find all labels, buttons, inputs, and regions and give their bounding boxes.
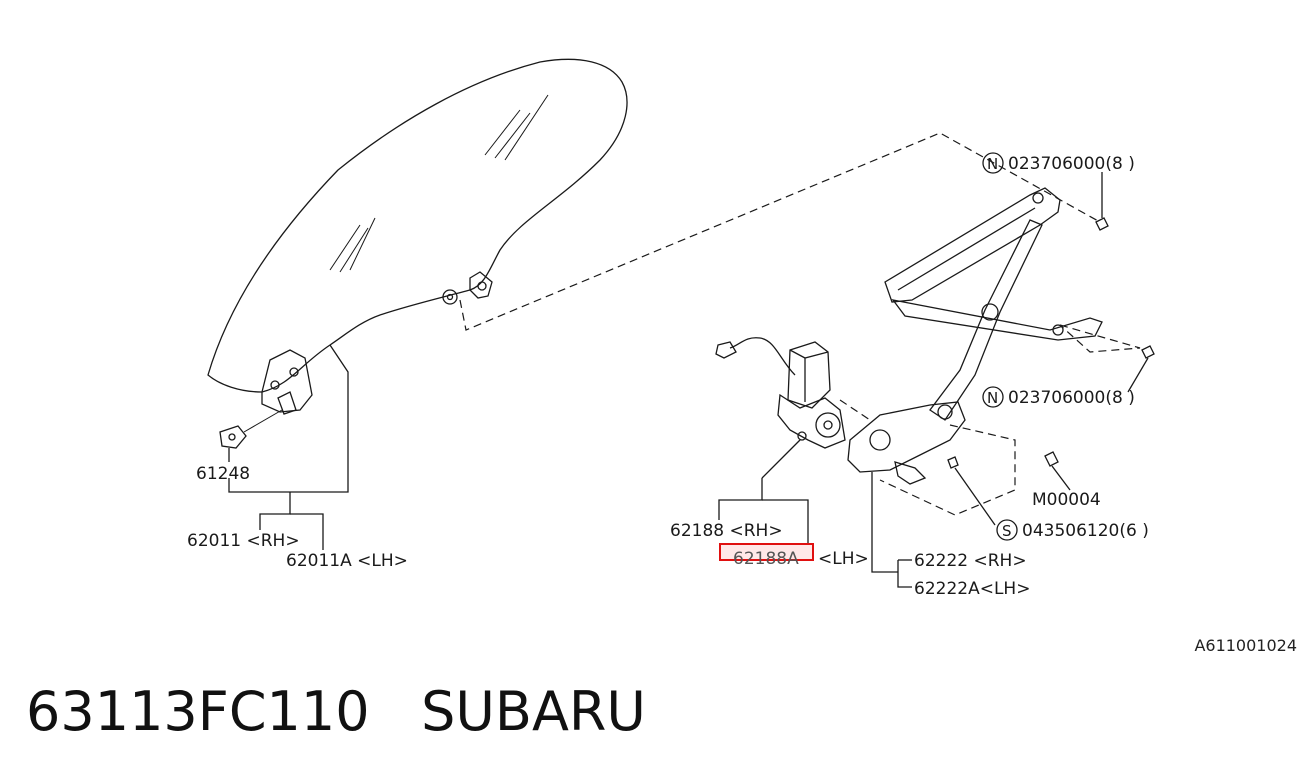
footer-title: 63113FC110 SUBARU	[26, 680, 646, 743]
callout-bolt-s: S 043506120(6 )	[996, 519, 1149, 541]
clip-61248	[219, 409, 283, 462]
label-62011-rh: 62011 <RH>	[187, 531, 300, 551]
glass-to-regulator-dashed	[459, 132, 1101, 331]
door-glass	[207, 58, 628, 393]
highlight-box-62188a	[719, 543, 814, 561]
label-62188a-part: 62188A	[733, 549, 799, 569]
part-number: 63113FC110	[26, 680, 370, 743]
label-62188a-side: <LH>	[818, 549, 869, 569]
label-61248: 61248	[196, 464, 250, 484]
leader-62188-62222	[718, 472, 912, 588]
glass-bracket	[261, 349, 313, 415]
diagram-code: A611001024	[1194, 636, 1297, 655]
label-023706000-top: 023706000(8 )	[1008, 154, 1135, 174]
callout-bolt-n-mid: N 023706000(8 )	[982, 386, 1135, 408]
label-62011a-lh: 62011A <LH>	[286, 551, 408, 571]
glass-rollers	[442, 271, 493, 305]
label-m00004: M00004	[1032, 490, 1101, 510]
window-regulator	[847, 187, 1141, 516]
leader-62011	[228, 344, 349, 550]
label-62188-rh: 62188 <RH>	[670, 521, 783, 541]
brand-name: SUBARU	[421, 680, 646, 743]
callout-bolt-n-top: N 023706000(8 )	[982, 152, 1135, 174]
symbol-n: N	[987, 155, 998, 173]
label-62222-rh: 62222 <RH>	[914, 551, 1027, 571]
label-023706000-mid: 023706000(8 )	[1008, 388, 1135, 408]
label-043506120: 043506120(6 )	[1022, 521, 1149, 541]
bolts	[947, 172, 1155, 526]
regulator-motor	[715, 337, 871, 479]
symbol-n: N	[987, 389, 998, 407]
symbol-s: S	[1002, 522, 1012, 540]
label-62222a-lh: 62222A<LH>	[914, 579, 1030, 599]
